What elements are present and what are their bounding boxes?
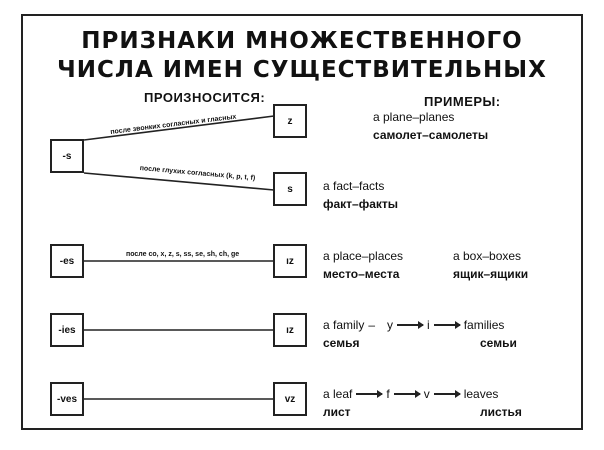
suffix-box-es: -es [50, 244, 84, 278]
example-leaves-ru: листья [480, 405, 522, 419]
example-place-en: a place–places [323, 249, 404, 263]
title-line-2: ЧИСЛА ИМЕН СУЩЕСТВИТЕЛЬНЫХ [57, 57, 547, 83]
example-box-ru: ящик–ящики [453, 267, 529, 281]
sound-box-iz: ız [273, 244, 307, 278]
example-fact-en: a fact–facts [323, 179, 385, 193]
example-leaf-row: a leaf f v leaves [323, 388, 498, 400]
example-plane-ru: самолет–самолеты [373, 128, 489, 142]
arrow-icon [433, 321, 461, 329]
example-box-en: a box–boxes [453, 249, 522, 263]
suffix-box-ies: -ies [50, 313, 84, 347]
example-plane-en: a plane–planes [373, 110, 455, 124]
example-leaf-en: a leaf [323, 387, 353, 401]
pronounced-header: ПРОИЗНОСИТСЯ: [144, 90, 266, 105]
letter-v: v [423, 387, 430, 401]
dash-separator: – [368, 318, 376, 332]
example-fact-ru: факт–факты [323, 197, 399, 211]
example-family-row: a family – y i families [323, 319, 504, 331]
letter-f: f [386, 387, 390, 401]
sound-box-vz: vz [273, 382, 307, 416]
letter-i: i [427, 318, 430, 332]
example-family-ru: семья [323, 336, 360, 350]
examples-header: ПРИМЕРЫ: [424, 94, 501, 109]
example-families-en: families [463, 318, 505, 332]
example-leaf-ru: лист [323, 405, 351, 419]
arrow-icon [356, 390, 384, 398]
sound-box-iz-2: ız [273, 313, 307, 347]
example-leaves-en: leaves [463, 387, 499, 401]
connector-s-z [83, 115, 275, 141]
example-place-ru: место–места [323, 267, 400, 281]
sound-box-z: z [273, 104, 307, 138]
es-endings-label: после co, x, z, s, ss, se, sh, ch, ge [126, 251, 240, 258]
arrow-icon [397, 321, 425, 329]
arrow-icon [433, 390, 461, 398]
letter-y: y [387, 318, 394, 332]
sound-box-s: s [273, 172, 307, 206]
title-line-1: ПРИЗНАКИ МНОЖЕСТВЕННОГО [81, 28, 523, 54]
connector-s-s [83, 172, 275, 191]
example-families-ru: семьи [480, 336, 517, 350]
suffix-box-s: -s [50, 139, 84, 173]
arrow-icon [393, 390, 421, 398]
suffix-box-ves: -ves [50, 382, 84, 416]
example-family-en: a family [323, 318, 365, 332]
diagram-frame [21, 14, 583, 430]
